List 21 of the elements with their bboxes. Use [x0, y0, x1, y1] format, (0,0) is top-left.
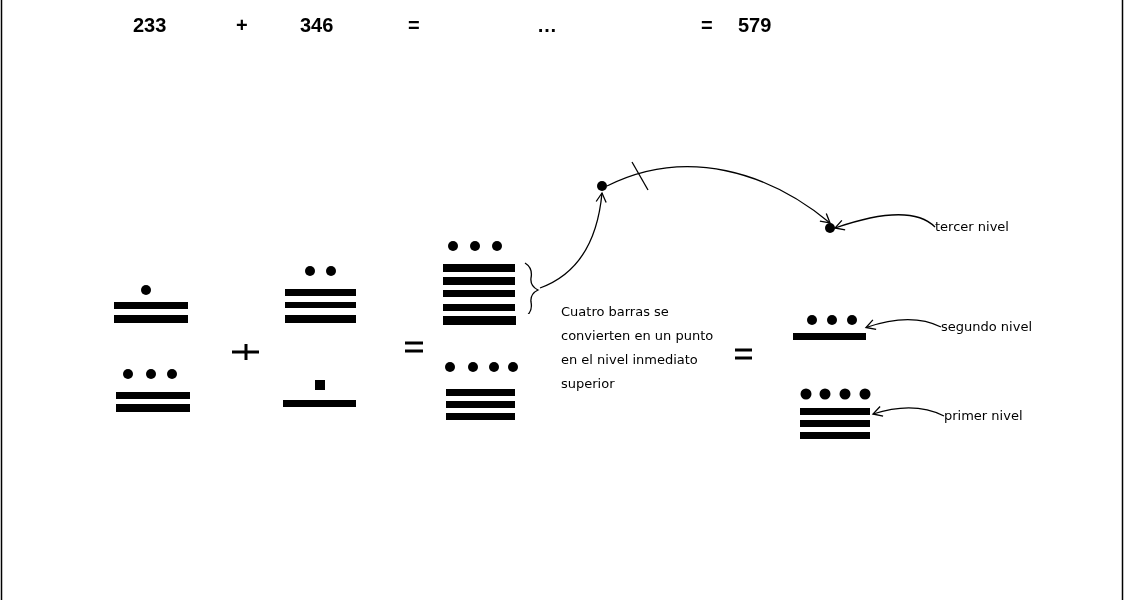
arrow: [872, 406, 945, 417]
arrow: [539, 192, 607, 289]
note-text: Cuatro barras se convierten en un punto en el nivel inmediato superior: [561, 303, 715, 393]
mayan-numeral-drawing: [793, 314, 866, 341]
number-text: 233: [133, 14, 167, 37]
arrow: [865, 319, 942, 331]
level-label: segundo nivel: [941, 319, 1032, 335]
dot-symbol: [597, 181, 607, 191]
level-label: tercer nivel: [935, 219, 1009, 235]
arrow: [834, 214, 936, 231]
arrow: [606, 166, 831, 224]
operator-text: =: [701, 14, 713, 37]
bracketed-bars-drawing: [443, 262, 540, 314]
operator-text: …: [537, 14, 557, 37]
level-label: primer nivel: [944, 408, 1023, 424]
operator-text: +: [236, 14, 248, 37]
operator-text: =: [408, 14, 420, 37]
number-text: 346: [300, 14, 334, 37]
dot-symbol: [825, 223, 835, 233]
number-text: 579: [738, 14, 772, 37]
mayan-numeral-drawing: [800, 388, 873, 440]
